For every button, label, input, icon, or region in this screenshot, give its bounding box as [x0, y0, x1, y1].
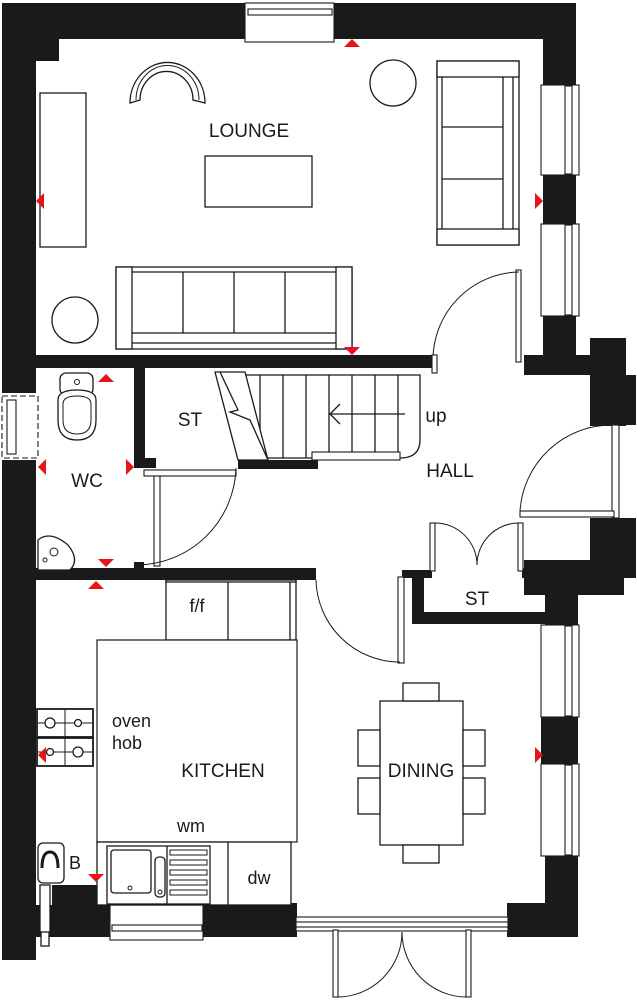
side-table-top [369, 59, 417, 107]
wall-wc-door-stop [134, 562, 144, 570]
kitchen-units [36, 579, 298, 947]
internal-walls [36, 355, 552, 624]
door-kitchen[interactable] [315, 576, 405, 664]
door-front[interactable] [519, 424, 620, 519]
stair-handrail [311, 451, 401, 461]
wall-hall-step [524, 355, 594, 375]
label-dining: DINING [388, 761, 455, 782]
marker-right-icon [126, 459, 134, 475]
label-stairs-up: up [425, 406, 446, 427]
label-lounge: LOUNGE [209, 121, 289, 142]
window-lounge-right-2 [540, 223, 580, 317]
wall-store-top-right [522, 568, 552, 578]
wc-fixtures [37, 372, 97, 571]
door-store-hall[interactable] [429, 522, 524, 572]
marker-right-icon [535, 193, 543, 209]
toilet-icon [57, 372, 97, 441]
label-oven: oven [112, 711, 151, 731]
label-washing-machine: wm [176, 816, 205, 836]
window-wc [1, 395, 39, 459]
wall-top-right [334, 3, 559, 39]
window-dining-bottom [295, 916, 509, 932]
staircase [214, 371, 421, 461]
marker-up-icon [88, 581, 104, 589]
tv-unit [39, 92, 87, 248]
sofa-right-icon [436, 60, 520, 246]
worktop-top-edge [165, 579, 297, 583]
dining-table-icon [357, 682, 486, 864]
marker-down-icon [88, 874, 104, 882]
marker-up-icon [98, 374, 114, 382]
sofa-bottom-icon [115, 266, 353, 350]
room-labels: LOUNGE ST up HALL WC ST f/f oven hob KIT… [69, 121, 490, 888]
wall-wc-kitchen [36, 568, 316, 580]
wall-bottom-right [507, 903, 578, 937]
window-kitchen-bottom [109, 904, 204, 941]
hob-icon [36, 708, 94, 767]
wall-store-bottom [412, 612, 548, 624]
wall-lounge-hall [36, 355, 434, 368]
sink-icon [106, 845, 211, 905]
label-wc: WC [71, 471, 103, 492]
label-store-under-stairs: ST [178, 410, 203, 431]
door-wc[interactable] [136, 467, 237, 567]
label-store-hall: ST [465, 589, 490, 610]
marker-down-icon [344, 347, 360, 355]
marker-left-icon [38, 747, 46, 763]
window-lounge-top [244, 2, 335, 43]
wall-hall-right-upper-ext [612, 375, 636, 425]
stair-arrow-icon [329, 403, 405, 425]
wall-dining-right-top [545, 570, 578, 625]
door-patio[interactable] [332, 929, 472, 998]
wall-right-top [543, 3, 576, 85]
label-hob: hob [112, 733, 142, 753]
basin-icon [37, 535, 76, 571]
doors[interactable] [136, 269, 620, 998]
exterior-walls [2, 3, 636, 960]
worktop-top [165, 579, 297, 641]
wall-wc-store-end [134, 458, 156, 468]
label-boiler: B [69, 853, 81, 873]
wall-dining-right-mid [541, 715, 578, 765]
label-dishwasher: dw [247, 868, 271, 888]
marker-down-icon [98, 559, 114, 567]
coffee-table [204, 155, 313, 208]
wall-right-mid [543, 175, 576, 225]
window-dining-right-2 [540, 763, 580, 857]
wall-left-lower [2, 460, 36, 960]
boiler-icon [37, 842, 65, 947]
wall-bottom-mid [200, 903, 297, 937]
window-dining-right-1 [540, 624, 580, 718]
position-markers [36, 39, 543, 882]
marker-right-icon [535, 747, 543, 763]
window-lounge-right-1 [540, 84, 580, 176]
wall-wc-store [134, 368, 145, 468]
wall-stair-base [238, 460, 318, 469]
marker-up-icon [344, 39, 360, 47]
armchair-icon [129, 61, 206, 104]
marker-left-icon [38, 459, 46, 475]
marker-left-icon [36, 193, 44, 209]
stair-break-line [219, 371, 269, 461]
lounge-furniture [39, 59, 520, 350]
label-hall: HALL [426, 461, 474, 482]
label-kitchen: KITCHEN [181, 761, 264, 782]
kitchen-peninsula [96, 639, 298, 843]
windows [1, 2, 580, 941]
wall-store-left [412, 570, 424, 622]
wall-left-upper [2, 3, 36, 393]
chair [357, 682, 486, 864]
door-lounge-hall[interactable] [431, 269, 522, 374]
label-fridge-freezer: f/f [189, 596, 205, 616]
side-table-bottom [51, 296, 99, 344]
